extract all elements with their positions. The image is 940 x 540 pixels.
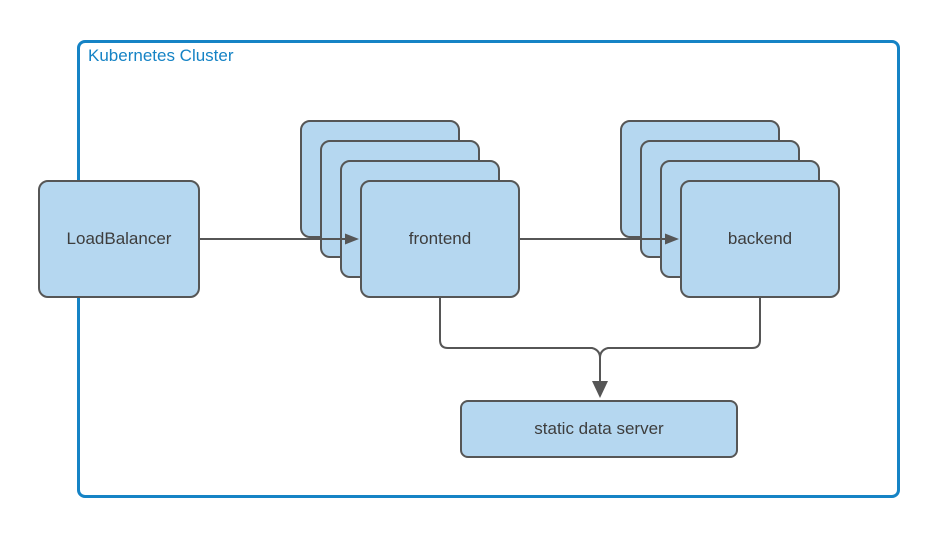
node-static-data-server-label: static data server bbox=[534, 419, 664, 438]
node-loadbalancer-label: LoadBalancer bbox=[66, 229, 172, 248]
node-loadbalancer: LoadBalancer bbox=[38, 180, 200, 298]
node-static-data-server: static data server bbox=[460, 400, 738, 458]
node-backend-stack: backend bbox=[620, 120, 840, 298]
node-backend-label: backend bbox=[727, 229, 793, 248]
node-backend: backend bbox=[680, 180, 840, 298]
node-frontend-stack: frontend bbox=[300, 120, 520, 298]
node-frontend-label: frontend bbox=[408, 229, 472, 248]
cluster-title: Kubernetes Cluster bbox=[88, 46, 234, 65]
node-frontend: frontend bbox=[360, 180, 520, 298]
